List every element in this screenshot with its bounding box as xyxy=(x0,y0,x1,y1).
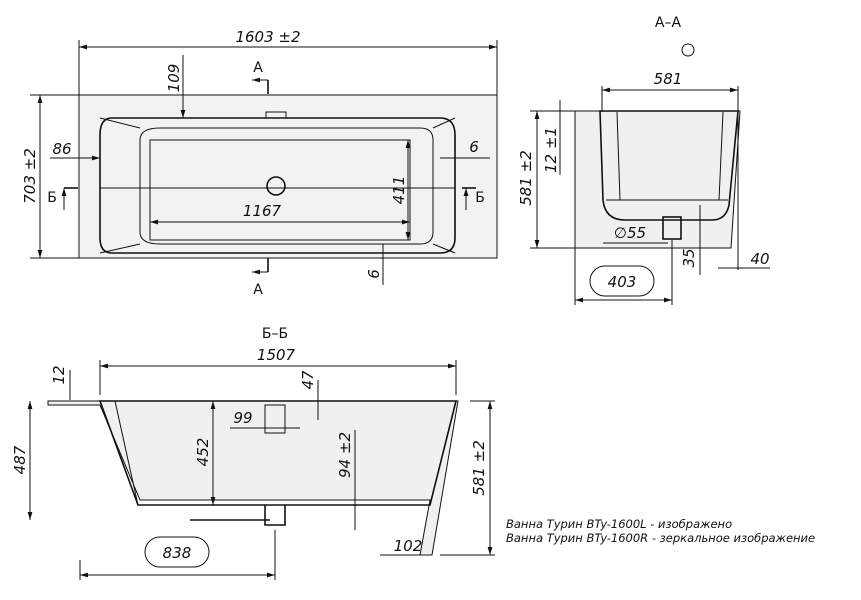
dim-section-a-offset: 40 xyxy=(750,250,769,268)
note-right-model: Ванна Турин BTy-1600R - зеркальное изобр… xyxy=(506,531,815,545)
dim-depth: 452 xyxy=(194,438,212,467)
dim-width: 703 ±2 xyxy=(21,148,39,204)
dim-rim-back: 109 xyxy=(165,64,183,93)
dim-section-a-width: 581 xyxy=(654,70,683,88)
section-a-view: А–А 581 581 ±2 12 ±1 ∅55 35 40 403 xyxy=(517,15,770,305)
dim-drain-height: 35 xyxy=(680,248,698,267)
rotation-icon xyxy=(681,43,695,57)
section-b-view: Б–Б 1507 12 47 99 452 487 94 ±2 581 ±2 1… xyxy=(11,326,495,580)
drain-pipe xyxy=(190,505,286,526)
dim-floor-width: 411 xyxy=(390,176,408,205)
dim-gap-right: 6 xyxy=(469,138,479,156)
dim-gap-bottom: 6 xyxy=(365,269,383,279)
dim-floor-length: 1167 xyxy=(243,202,282,220)
cut-marker-b-right: Б xyxy=(475,190,485,206)
dim-section-a-base: 403 xyxy=(608,273,637,291)
dim-inner-height: 487 xyxy=(11,445,29,474)
dim-section-a-height: 581 ±2 xyxy=(517,150,535,206)
dim-length: 1603 ±2 xyxy=(235,28,300,46)
drain-fitting xyxy=(662,216,682,240)
dim-section-b-rim: 12 xyxy=(50,365,68,384)
dim-overflow-offset: 47 xyxy=(299,370,317,390)
note-left-model: Ванна Турин BTy-1600L - изображено xyxy=(506,517,732,531)
dim-drain-position: 838 xyxy=(163,544,192,562)
cut-marker-b-left: Б xyxy=(47,190,57,206)
cut-marker-a-top: А xyxy=(253,60,263,76)
section-a-title: А–А xyxy=(655,15,682,31)
dim-floor-height: 94 ±2 xyxy=(336,432,354,478)
dim-rim-side: 86 xyxy=(52,140,71,158)
dim-section-b-height: 581 ±2 xyxy=(470,440,488,496)
dim-section-b-offset: 102 xyxy=(394,537,423,555)
plan-view: 1603 ±2 109 703 ±2 86 6 1167 411 6 А А Б… xyxy=(21,28,498,298)
dim-section-b-length: 1507 xyxy=(257,346,296,364)
drain-icon xyxy=(266,176,286,196)
cut-marker-a-bottom: А xyxy=(253,282,263,298)
section-b-title: Б–Б xyxy=(262,326,288,342)
dim-overflow-width: 99 xyxy=(233,409,252,427)
dim-section-a-rim: 12 ±1 xyxy=(542,127,560,173)
dim-drain-diameter: ∅55 xyxy=(614,224,646,242)
